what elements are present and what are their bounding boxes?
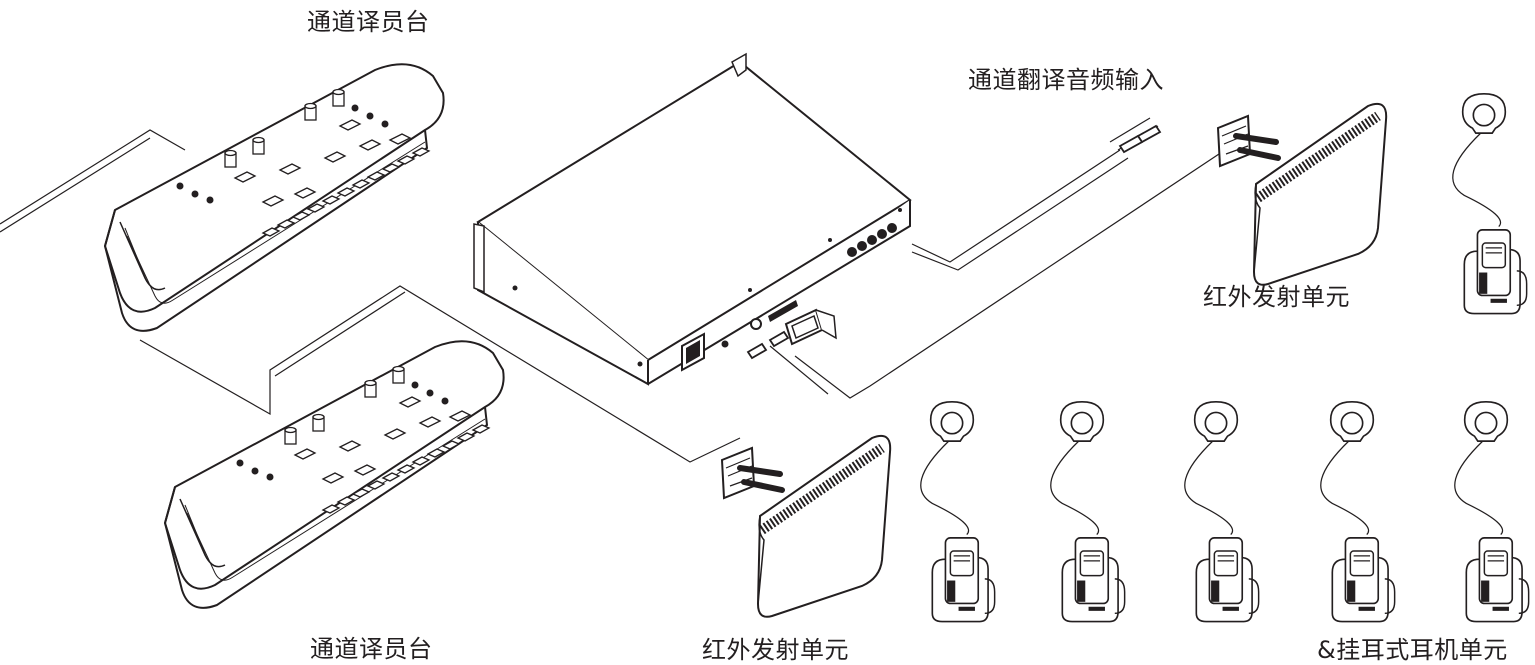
interpreter-console-bottom — [164, 340, 505, 609]
receiver-unit-6 — [1453, 400, 1530, 623]
label-console-bottom: 通道译员台 — [310, 635, 433, 663]
receiver-unit-1 — [1451, 92, 1528, 315]
main-unit — [473, 52, 912, 386]
receiver-unit-2 — [919, 400, 996, 623]
label-audio-input: 通道翻译音频输入 — [968, 66, 1164, 94]
label-console-top: 通道译员台 — [307, 8, 430, 36]
cables — [0, 117, 1223, 463]
receiver-unit-3 — [1049, 400, 1126, 623]
label-ir-emitter-bottom: 红外发射单元 — [702, 636, 849, 664]
ir-emitter-bottom — [722, 436, 890, 617]
label-ir-emitter-right: 红外发射单元 — [1203, 283, 1350, 311]
ir-emitter-right — [1218, 104, 1386, 285]
receiver-unit-4 — [1183, 400, 1260, 623]
receiver-unit-5 — [1319, 400, 1396, 623]
label-receivers: &挂耳式耳机单元 — [1317, 636, 1508, 664]
rca-plugs — [746, 124, 1162, 360]
